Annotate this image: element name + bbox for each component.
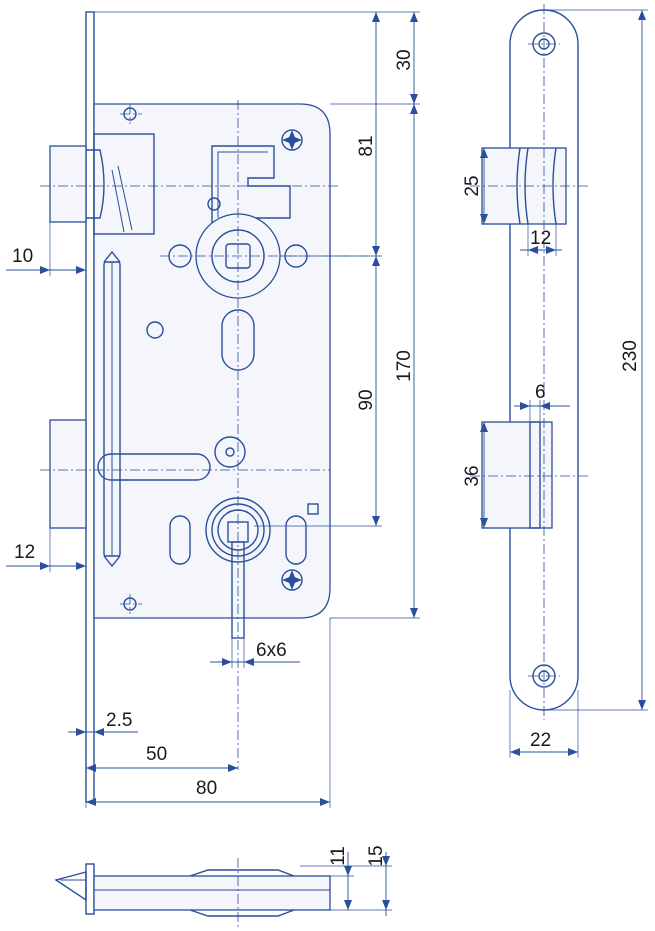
dim-follower-from-top: 81 [356,135,377,156]
dim-bolt-projection: 12 [14,542,35,563]
dim-faceplate-top-offset: 30 [394,49,415,70]
lock-side-view [54,858,331,928]
pivot-pin [214,436,246,468]
lock-body-front-view [40,11,380,803]
lock-body-dimensions: 30 81 90 170 10 12 6x6 [6,11,420,808]
left-slot [169,515,191,565]
dim-follower-to-keyhole: 90 [356,389,377,410]
dim-case-depth: 80 [196,778,217,799]
faceplate [85,11,95,803]
dim-bolt-opening-height: 36 [462,465,483,486]
dim-square-spindle: 6x6 [256,640,287,661]
dim-plate-width: 22 [530,730,551,751]
latch-bolt [49,133,155,235]
fixing-screws [123,107,303,611]
dim-faceplate-thickness: 2.5 [106,710,132,731]
dim-latch-opening-height: 25 [462,175,483,196]
dim-case-thickness: 11 [328,846,349,866]
dim-case-height: 170 [394,350,415,382]
right-slot [285,515,307,565]
dim-bolt-opening-width: 6 [535,382,546,403]
bolt-bar [103,250,121,568]
dim-total-thickness: 15 [366,845,387,866]
strike-plate-dimensions: 25 12 6 36 230 22 [462,9,648,758]
dim-latch-projection: 10 [12,246,33,267]
bolt-opening [481,421,553,529]
strike-plate-view [470,4,590,720]
dim-latch-opening-width: 12 [530,228,551,249]
latch-lever [211,145,291,224]
dim-plate-length: 230 [620,340,641,372]
dead-bolt [49,419,87,529]
side-view-dimensions: 11 15 [300,845,392,916]
dim-backset: 50 [146,744,167,765]
guide-slot [97,453,211,481]
